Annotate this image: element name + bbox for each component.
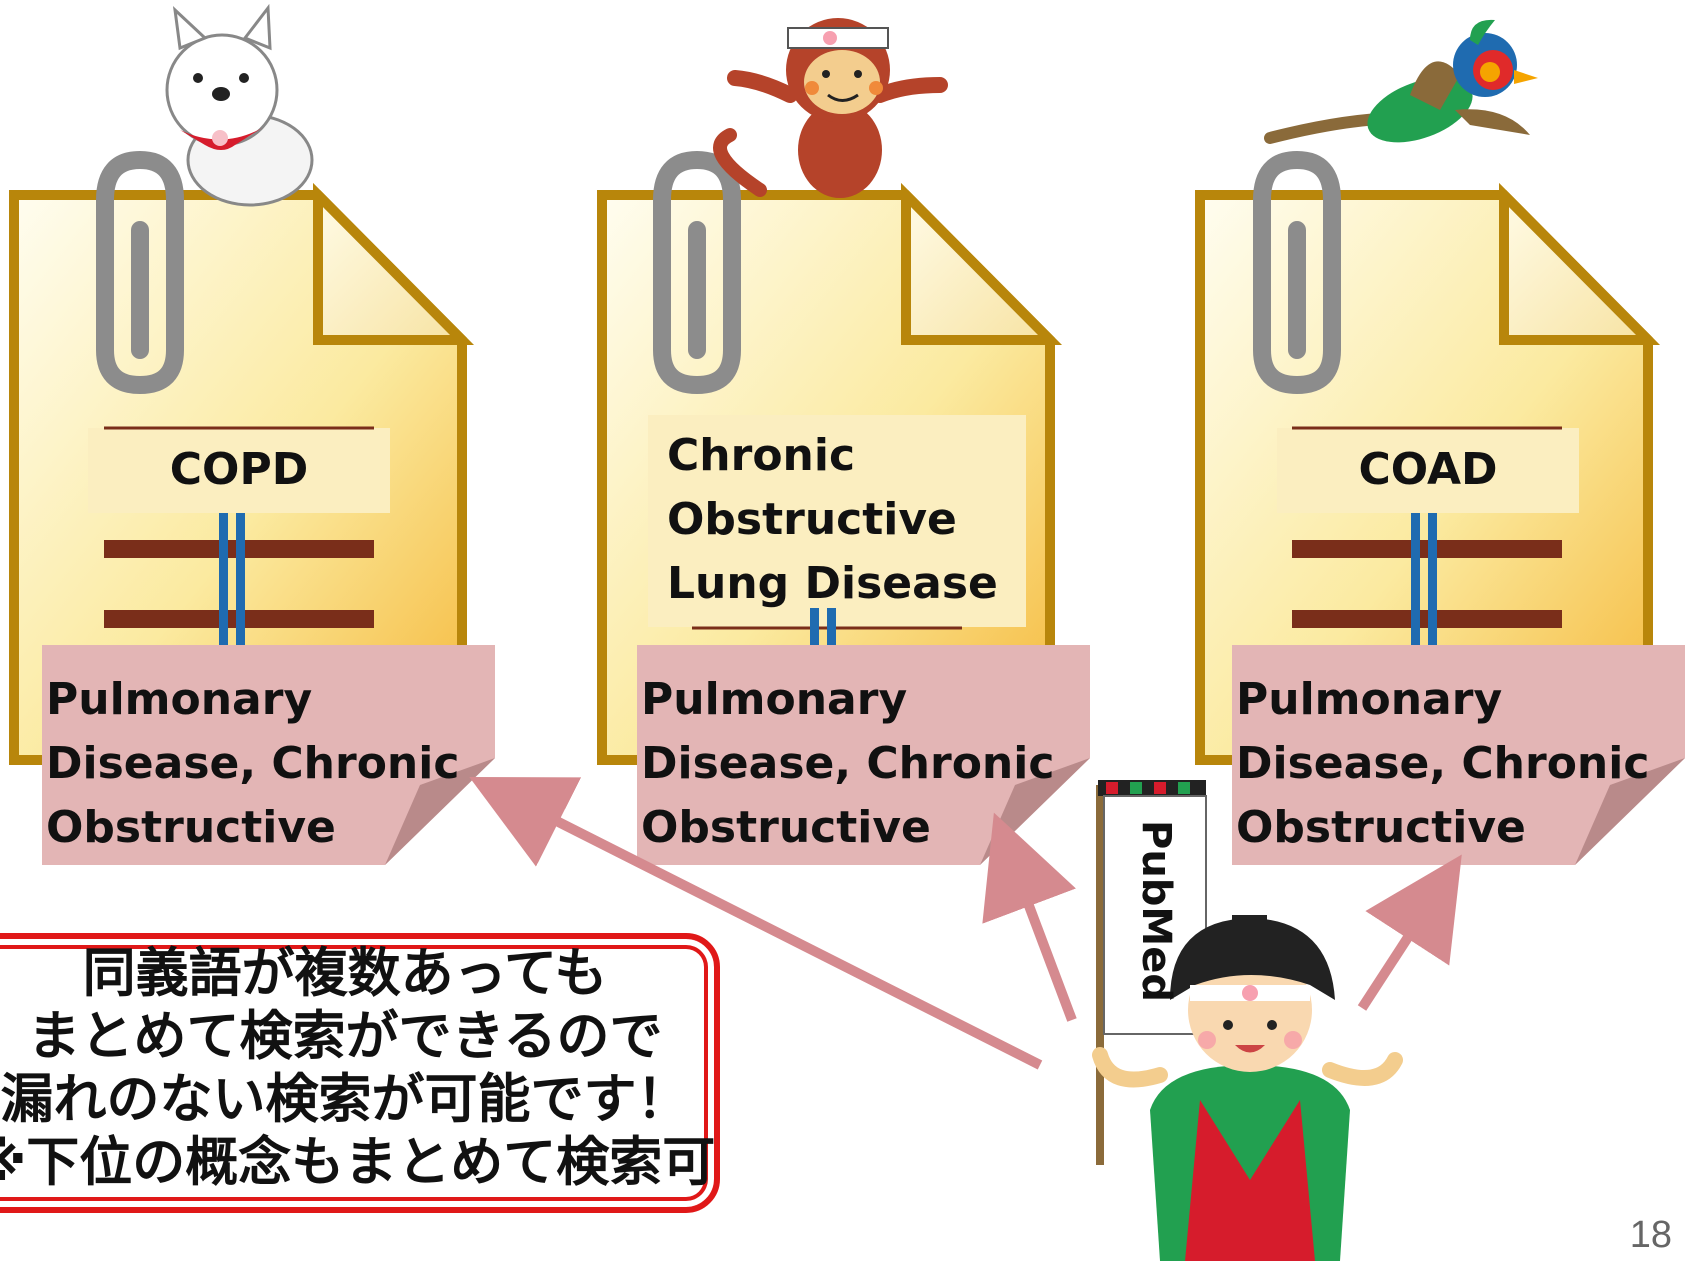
equal-bar [219, 513, 228, 645]
paperclip-icon [653, 150, 741, 395]
document-card-3 [1195, 150, 1685, 865]
term-label-chronic-obstructive-lung-disease: Chronic Obstructive Lung Disease [667, 430, 998, 609]
note-box [0, 933, 720, 1213]
pheasant-illustration [1264, 19, 1538, 144]
equal-bar [810, 608, 819, 646]
mesh-label: Pulmonary Disease, Chronic Obstructive [641, 674, 1055, 853]
sticky-note [637, 645, 1090, 865]
term-box [648, 415, 1026, 627]
pubmed-flag-label: PubMed [1133, 820, 1179, 1002]
note-text: 同義語が複数あっても まとめて検索ができるので 漏れのない検索が可能です！ ※下… [0, 943, 716, 1193]
term-box [88, 428, 390, 513]
mesh-label: Pulmonary Disease, Chronic Obstructive [1236, 674, 1650, 853]
equal-bar [827, 608, 836, 646]
equal-bar [236, 513, 245, 645]
term-label-coad: COAD [1358, 444, 1498, 495]
sticky-note [42, 645, 495, 865]
arrow-to-card-2 [982, 812, 1077, 1022]
equal-bar [1411, 513, 1420, 645]
term-label-copd: COPD [169, 444, 309, 495]
sticky-note [1232, 645, 1685, 865]
momotaro-illustration [1092, 915, 1403, 1261]
paperclip-icon [1253, 150, 1341, 395]
arrow-to-card-3 [1357, 854, 1462, 1011]
arrow-to-card-1 [469, 776, 1043, 1070]
document-card-1 [9, 150, 495, 865]
page-number: 18 [1629, 1214, 1672, 1256]
paperclip-icon [96, 150, 184, 395]
dog-illustration [165, 3, 314, 207]
equal-bar [1428, 513, 1437, 645]
pubmed-flag [1096, 780, 1207, 1165]
term-box [1277, 428, 1579, 513]
monkey-illustration [713, 18, 948, 198]
flag-banner [1103, 795, 1207, 1035]
arrows [469, 776, 1462, 1070]
mesh-label: Pulmonary Disease, Chronic Obstructive [46, 674, 460, 853]
document-card-2 [597, 150, 1090, 865]
